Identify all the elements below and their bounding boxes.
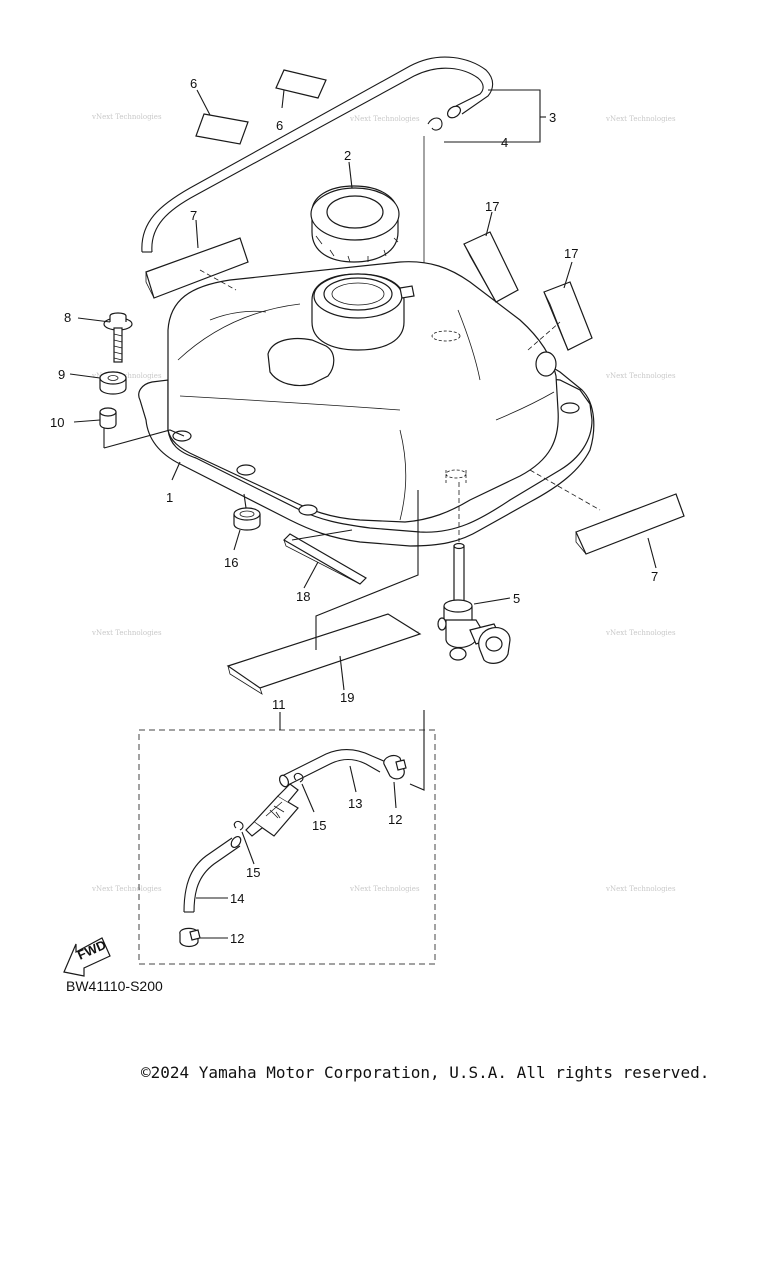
protector-sheet-part-19 — [226, 613, 422, 695]
watermark-text: vNext Technologies — [91, 629, 162, 637]
callout-13: 13 — [348, 796, 362, 811]
callout-labels: 1 2 3 4 5 6 6 7 7 8 9 10 11 12 12 13 14 … — [50, 76, 658, 946]
copyright-notice: ©2024 Yamaha Motor Corporation, U.S.A. A… — [141, 1063, 710, 1082]
breather-hose-part-3 — [141, 56, 494, 253]
leader-7 — [195, 219, 199, 249]
leader-2 — [348, 161, 353, 189]
callout-7: 7 — [651, 569, 658, 584]
watermark-text: vNext Technologies — [605, 629, 676, 637]
diagram-code: BW41110-S200 — [66, 978, 163, 994]
callout-10: 10 — [50, 415, 64, 430]
callout-2: 2 — [344, 148, 351, 163]
damper-part-17 — [543, 281, 593, 351]
watermark-text: vNext Technologies — [349, 115, 420, 123]
callout-11: 11 — [272, 697, 286, 712]
leader-5 — [473, 597, 511, 605]
clip-part-15 — [293, 772, 304, 783]
grommet-part-16 — [233, 507, 261, 531]
collar-part-10 — [99, 407, 117, 430]
leader-15 — [301, 783, 315, 813]
callout-18: 18 — [296, 589, 310, 604]
watermark-text: vNext Technologies — [605, 372, 676, 380]
callout-19: 19 — [340, 690, 354, 705]
fuel-cap-part-2 — [310, 185, 400, 263]
bolt-part-8 — [103, 312, 133, 363]
leader-8 — [77, 317, 111, 323]
leader-17 — [563, 261, 573, 289]
watermark-text: vNext Technologies — [605, 115, 676, 123]
leader-13 — [349, 765, 357, 793]
leader-12 — [393, 781, 397, 809]
fuel-hose-part-13 — [278, 749, 387, 788]
damper-part-7 — [575, 493, 685, 555]
leader-12 — [409, 710, 425, 791]
fuel-hose-part-14 — [183, 835, 242, 913]
leader-16 — [243, 493, 247, 509]
leader-17 — [485, 211, 493, 237]
callout-12: 12 — [388, 812, 402, 827]
damper-part-7 — [145, 237, 249, 299]
fuel-cock-part-5 — [437, 542, 511, 664]
tape-strip-part-18 — [283, 533, 367, 585]
leader-18 — [291, 529, 353, 541]
callout-4: 4 — [501, 135, 508, 150]
callout-8: 8 — [64, 310, 71, 325]
watermark-text: vNext Technologies — [91, 372, 162, 380]
callout-1: 1 — [166, 490, 173, 505]
callout-6: 6 — [190, 76, 197, 91]
leader-3-4 — [444, 89, 541, 143]
damper-part-17 — [463, 231, 519, 303]
callout-9: 9 — [58, 367, 65, 382]
watermark-text: vNext Technologies — [91, 885, 162, 893]
callout-17: 17 — [485, 199, 499, 214]
fwd-arrow-icon: FWD — [63, 937, 111, 977]
callout-6: 6 — [276, 118, 283, 133]
fuel-tank-exploded-diagram: vNext Technologies vNext Technologies vN… — [50, 56, 685, 977]
leader-7 — [199, 269, 237, 291]
leader-10 — [73, 419, 101, 423]
fuel-tank-part-1 — [138, 261, 595, 547]
leader-7 — [647, 537, 657, 569]
leader-18 — [303, 561, 319, 589]
callout-3: 3 — [549, 110, 556, 125]
callout-7: 7 — [190, 208, 197, 223]
hose-clamp-part-12 — [383, 754, 407, 780]
fuel-filter-kit-box-part-11 — [138, 729, 436, 965]
pad-part-6 — [195, 113, 249, 145]
leader-10 — [103, 429, 185, 449]
watermark-text: vNext Technologies — [605, 885, 676, 893]
grommet-part-9 — [99, 371, 127, 395]
watermark-text: vNext Technologies — [91, 113, 162, 121]
leader-1 — [171, 461, 181, 481]
callout-15: 15 — [312, 818, 326, 833]
fuel-filter — [245, 783, 299, 837]
leader-9 — [69, 373, 101, 379]
callout-14: 14 — [230, 891, 244, 906]
callout-5: 5 — [513, 591, 520, 606]
callout-16: 16 — [224, 555, 238, 570]
clip-part-15 — [233, 820, 244, 831]
callout-17: 17 — [564, 246, 578, 261]
callout-15: 15 — [246, 865, 260, 880]
leader-17 — [527, 321, 561, 351]
pad-part-6 — [275, 69, 327, 99]
leader-6 — [196, 89, 211, 116]
leader-19 — [315, 490, 419, 650]
leader-15 — [241, 831, 255, 865]
leader-16 — [233, 529, 241, 551]
leader-7 — [529, 469, 601, 511]
leader-6 — [281, 89, 285, 109]
hose-clamp-part-12 — [179, 927, 201, 948]
callout-12: 12 — [230, 931, 244, 946]
leader-19 — [339, 655, 345, 691]
watermark-text: vNext Technologies — [349, 885, 420, 893]
